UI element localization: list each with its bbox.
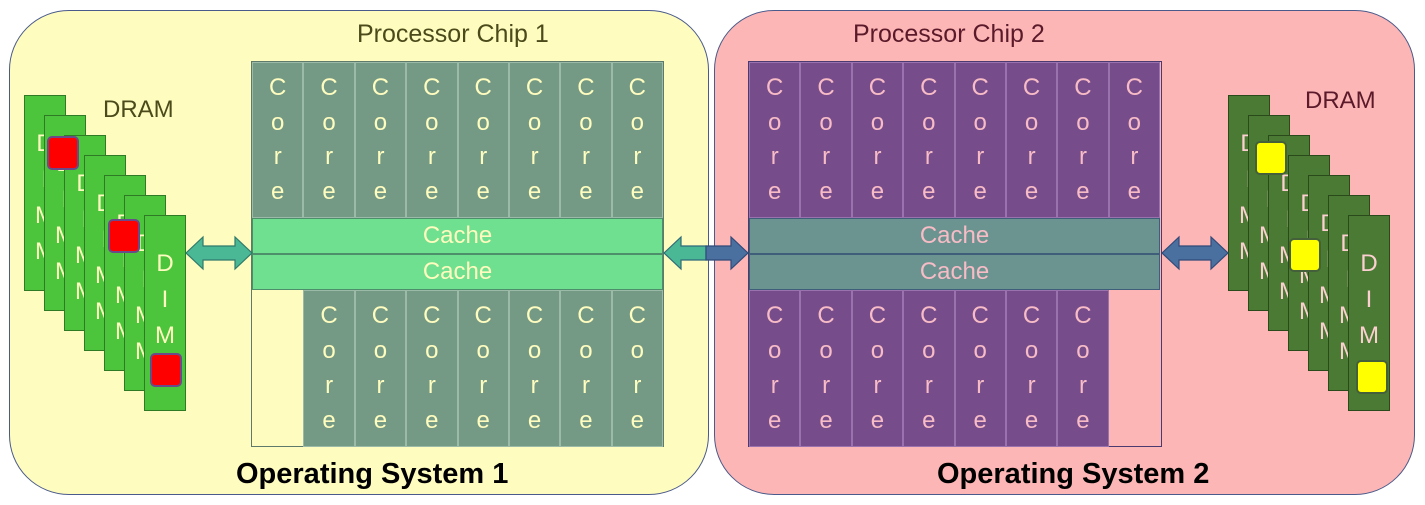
memory-chip-2 <box>1289 238 1321 272</box>
chip1-cache-2: Cache <box>252 254 663 290</box>
arrow-chip2-dram2 <box>1161 235 1229 271</box>
chip1-cache-1: Cache <box>252 218 663 254</box>
chip1-title: Processor Chip 1 <box>357 20 549 48</box>
memory-chip-1 <box>47 136 79 170</box>
os2-title: Operating System 2 <box>937 458 1210 490</box>
memory-chip-3 <box>150 353 182 387</box>
arrow-chip2-chip1 <box>705 235 749 271</box>
dram-left-label: DRAM <box>103 96 174 123</box>
arrow-dram1-chip1 <box>185 235 253 271</box>
chip2-title: Processor Chip 2 <box>853 20 1045 48</box>
os1-title: Operating System 1 <box>236 458 509 490</box>
chip2-cache-2: Cache <box>749 254 1160 290</box>
memory-chip-2 <box>108 219 140 253</box>
dram-right-label: DRAM <box>1305 87 1376 114</box>
memory-chip-3 <box>1356 360 1388 394</box>
memory-chip-1 <box>1255 141 1287 175</box>
chip2-cache-1: Cache <box>749 218 1160 254</box>
arrow-chip1-chip2 <box>663 235 707 271</box>
